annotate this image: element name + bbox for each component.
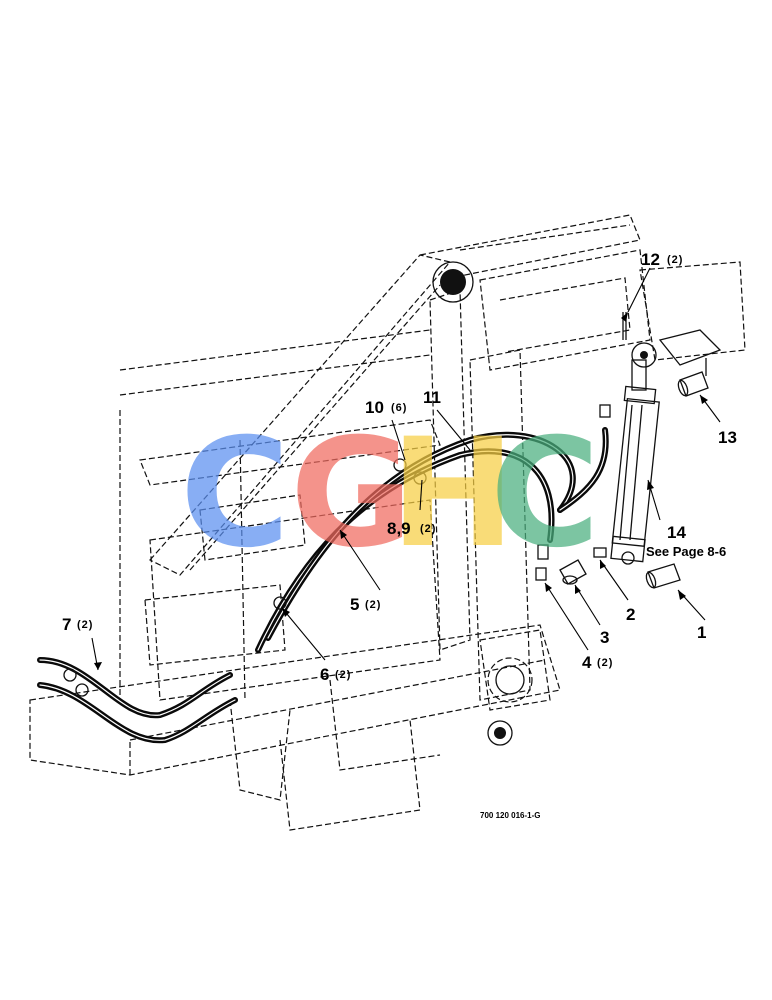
leader-arrowheads (94, 312, 708, 670)
watermark-letter-1: C (180, 407, 290, 581)
callout-8-9: 8,9 (387, 519, 411, 538)
watermark-letter-3: H (390, 407, 516, 581)
callout-7: 7 (62, 615, 71, 634)
callout-12-qty: (2) (667, 254, 683, 266)
callout-10-qty: (6) (391, 402, 407, 414)
callout-5-qty: (2) (365, 599, 381, 611)
hydraulic-hoses (37, 427, 609, 744)
upper-mount-bracket (622, 261, 746, 376)
callout-6-qty: (2) (335, 669, 351, 681)
callout-4: 4 (582, 653, 592, 672)
callout-4-qty: (2) (597, 657, 613, 669)
callout-leaders (91, 267, 721, 671)
cylinder-pins (645, 371, 709, 589)
callout-1: 1 (697, 623, 706, 642)
watermark-letter-4: C (490, 407, 600, 581)
callout-labels: 1 2 3 4 (2) 5 (2) 6 (2) 7 (2) 8,9 (2) 10… (62, 250, 737, 820)
callout-5: 5 (350, 595, 359, 614)
callout-12: 12 (641, 250, 660, 269)
callout-6: 6 (320, 665, 329, 684)
hose-fittings (535, 404, 611, 585)
watermark: C G H C (180, 407, 600, 581)
hose-clamps (63, 458, 427, 697)
callout-7-qty: (2) (77, 619, 93, 631)
callout-3: 3 (600, 628, 609, 647)
watermark-letter-2: G (290, 407, 413, 581)
hydraulic-cylinder (610, 342, 660, 565)
drawing-number: 700 120 016-1-G (480, 811, 541, 820)
callout-11: 11 (423, 388, 441, 407)
callout-13: 13 (718, 428, 737, 447)
callout-10: 10 (365, 398, 384, 417)
frame-holes (432, 261, 533, 746)
callout-14-reference: See Page 8-6 (646, 544, 726, 559)
callout-8-9-qty: (2) (420, 523, 436, 535)
callout-14: 14 (667, 523, 686, 542)
callout-2: 2 (626, 605, 635, 624)
